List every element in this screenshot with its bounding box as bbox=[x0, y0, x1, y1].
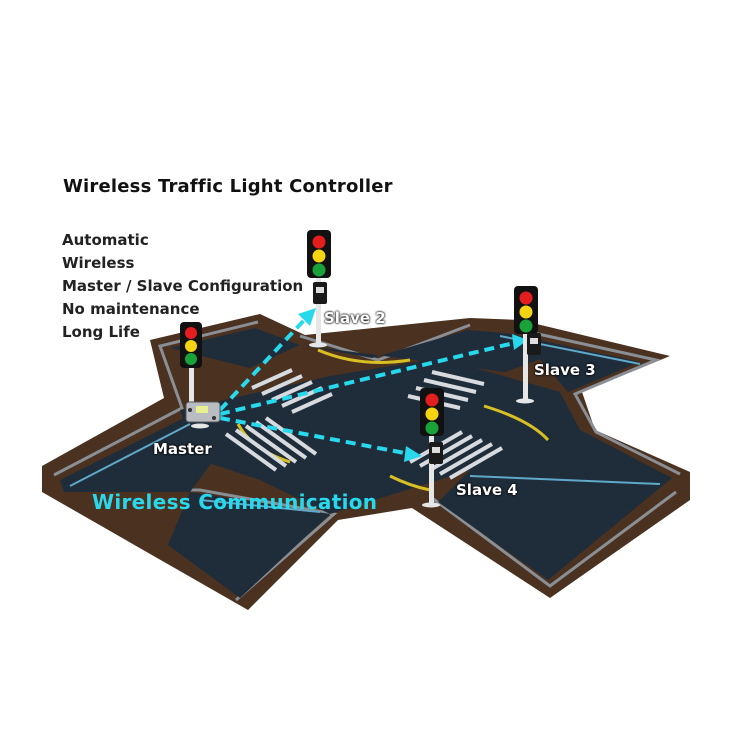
slave4-traffic-light bbox=[420, 388, 444, 508]
slave4-label: Slave 4 bbox=[456, 481, 518, 499]
feature-item: Wireless bbox=[62, 254, 135, 272]
feature-item: Long Life bbox=[62, 323, 140, 341]
feature-item: No maintenance bbox=[62, 300, 200, 318]
wireless-links bbox=[218, 314, 519, 456]
master-traffic-light bbox=[180, 322, 221, 429]
feature-list: Automatic Wireless Master / Slave Config… bbox=[62, 229, 303, 344]
page-title: Wireless Traffic Light Controller bbox=[63, 176, 393, 197]
yellow-curbs bbox=[236, 348, 550, 492]
slave3-traffic-light bbox=[514, 286, 541, 404]
link-arrowheads bbox=[298, 308, 528, 462]
slave3-label: Slave 3 bbox=[534, 361, 596, 379]
crosswalk-west bbox=[224, 416, 318, 472]
feature-item: Master / Slave Configuration bbox=[62, 277, 304, 295]
master-label: Master bbox=[153, 440, 212, 458]
feature-item: Automatic bbox=[62, 231, 149, 249]
wireless-communication-label: Wireless Communication bbox=[92, 490, 378, 514]
slave2-traffic-light bbox=[307, 230, 331, 348]
slave2-label: Slave 2 bbox=[324, 309, 386, 327]
